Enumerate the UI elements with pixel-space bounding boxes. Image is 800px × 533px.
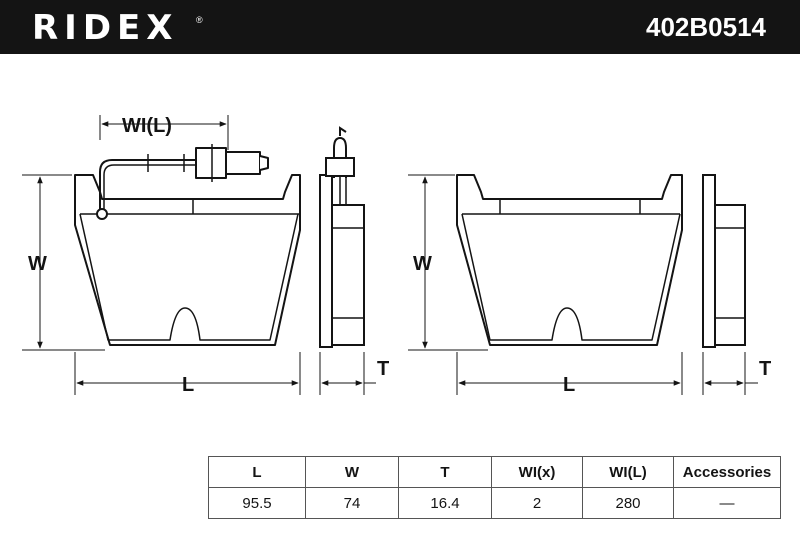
dim-label-l-left: L [182, 374, 194, 396]
spec-value-row: 95.5 74 16.4 2 280 — [208, 487, 781, 519]
spec-value-wi-x: 2 [491, 487, 583, 519]
spec-header-l: L [208, 456, 306, 488]
spec-header-accessories: Accessories [673, 456, 781, 488]
left-pad-dimensions [22, 115, 301, 395]
spec-header-wi-l: WI(L) [582, 456, 674, 488]
registered-mark: ® [196, 15, 203, 25]
spec-value-wi-l: 280 [582, 487, 674, 519]
spec-header-w: W [305, 456, 399, 488]
header-bar: RIDEX ® 402B0514 [0, 0, 800, 54]
spec-header-t: T [398, 456, 492, 488]
dim-label-w-left: W [28, 253, 47, 275]
right-pad-dimensions [408, 174, 683, 395]
left-pad-side-view [319, 126, 365, 348]
spec-table: L W T WI(x) WI(L) Accessories 95.5 74 16… [208, 456, 781, 519]
spec-value-w: 74 [305, 487, 399, 519]
part-number: 402B0514 [646, 12, 766, 42]
dim-label-w-right: W [413, 253, 432, 275]
dim-label-l-right: L [563, 374, 575, 396]
left-pad-thickness-dim [319, 352, 376, 395]
right-pad-front-view [456, 174, 683, 346]
dim-label-t-left: T [377, 358, 389, 380]
ridex-logo: RIDEX [32, 8, 179, 48]
spec-header-wi-x: WI(x) [491, 456, 583, 488]
right-pad-side-view [702, 174, 746, 348]
dim-label-wl: WI(L) [122, 115, 172, 137]
spec-value-t: 16.4 [398, 487, 492, 519]
spec-value-accessories: — [673, 487, 781, 519]
spec-value-l: 95.5 [208, 487, 306, 519]
right-pad-thickness-dim [702, 352, 758, 395]
left-pad-front-view [74, 144, 301, 346]
spec-header-row: L W T WI(x) WI(L) Accessories [208, 456, 781, 488]
brake-pad-drawing: WI(L) W L T W L [22, 115, 771, 396]
dim-label-t-right: T [759, 358, 771, 380]
